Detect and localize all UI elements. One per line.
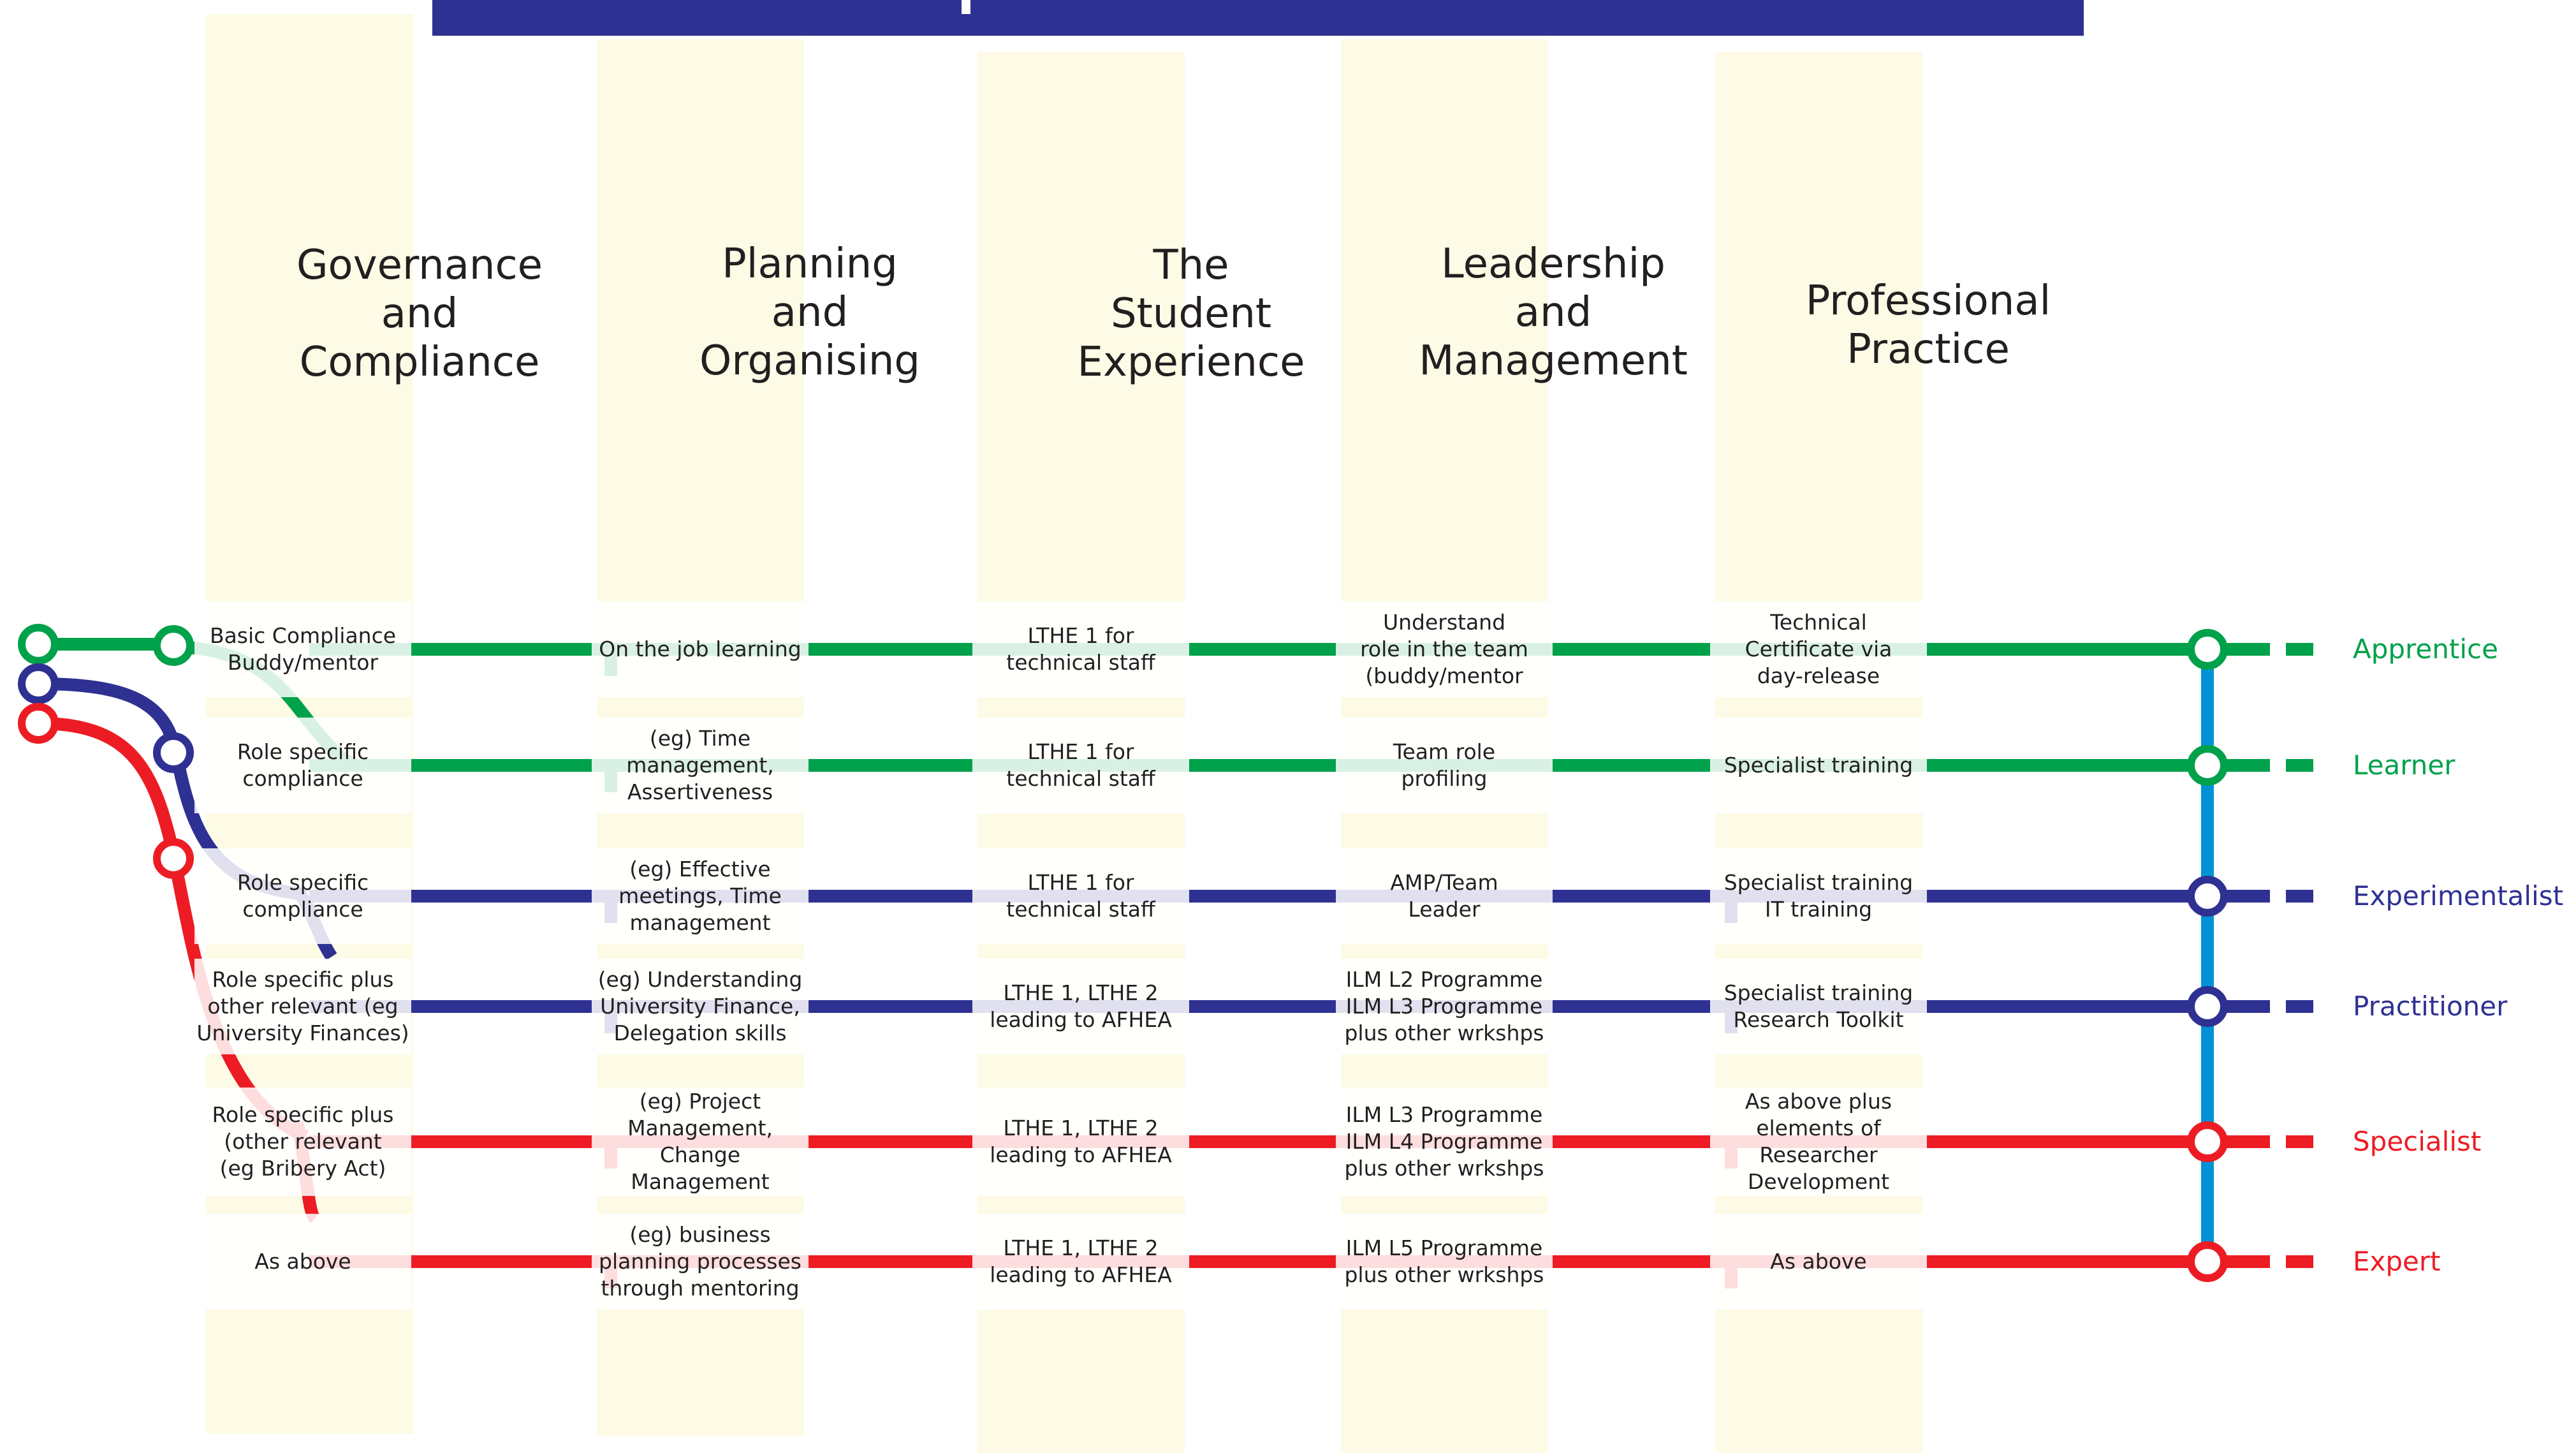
cell-experimentalist-planning: (eg) Effective meetings, Time management	[592, 848, 809, 944]
heading-governance: Governance and Compliance	[296, 242, 543, 386]
cell-experimentalist-professional-practice: Specialist training IT training	[1710, 848, 1927, 944]
heading-leadership: Leadership and Management	[1419, 240, 1688, 385]
end-station-practitioner	[2187, 986, 2228, 1027]
level-label-practitioner: Practitioner	[2353, 991, 2508, 1022]
origin-station-blue-2	[153, 732, 194, 773]
cell-apprentice-student-experience: LTHE 1 for technical staff	[972, 601, 1189, 697]
end-station-experimentalist	[2187, 876, 2228, 917]
level-label-apprentice: Apprentice	[2353, 633, 2498, 665]
cell-learner-governance: Role specific compliance	[194, 718, 411, 813]
cell-practitioner-planning: (eg) Understanding University Finance, D…	[592, 959, 809, 1054]
origin-station-red	[18, 703, 59, 744]
level-label-experimentalist: Experimentalist	[2353, 880, 2564, 911]
cell-learner-student-experience: LTHE 1 for technical staff	[972, 718, 1189, 813]
cell-expert-governance: As above	[194, 1214, 411, 1309]
cell-expert-professional-practice: As above	[1710, 1214, 1927, 1309]
heading-professional-practice: Professional Practice	[1805, 277, 2051, 373]
cell-apprentice-leadership: Understand role in the team (buddy/mento…	[1336, 601, 1553, 697]
cell-specialist-leadership: ILM L3 Programme ILM L4 Programme plus o…	[1336, 1088, 1553, 1196]
cell-expert-student-experience: LTHE 1, LTHE 2 leading to AFHEA	[972, 1214, 1189, 1309]
end-station-apprentice	[2187, 629, 2228, 670]
header-bar	[432, 0, 2084, 36]
level-label-specialist: Specialist	[2353, 1126, 2482, 1157]
cell-practitioner-leadership: ILM L2 Programme ILM L3 Programme plus o…	[1336, 959, 1553, 1054]
cell-learner-planning: (eg) Time management, Assertiveness	[592, 718, 809, 813]
end-station-expert	[2187, 1241, 2228, 1282]
cell-specialist-professional-practice: As above plus elements of Researcher Dev…	[1710, 1088, 1927, 1196]
origin-station-green-2	[153, 625, 194, 666]
cell-apprentice-professional-practice: Technical Certificate via day-release	[1710, 601, 1927, 697]
heading-student-experience: The Student Experience	[1077, 242, 1305, 386]
cell-specialist-governance: Role specific plus (other relevant (eg B…	[194, 1088, 411, 1196]
origin-station-red-2	[153, 838, 194, 879]
cell-practitioner-professional-practice: Specialist training Research Toolkit	[1710, 959, 1927, 1054]
level-label-expert: Expert	[2353, 1246, 2441, 1277]
cell-experimentalist-student-experience: LTHE 1 for technical staff	[972, 848, 1189, 944]
cell-expert-leadership: ILM L5 Programme plus other wrkshps	[1336, 1214, 1553, 1309]
cell-specialist-planning: (eg) Project Management, Change Manageme…	[592, 1088, 809, 1196]
cell-practitioner-governance: Role specific plus other relevant (eg Un…	[194, 959, 411, 1054]
level-label-learner: Learner	[2353, 749, 2455, 781]
header-bar-tick	[962, 0, 970, 14]
cell-expert-planning: (eg) business planning processes through…	[592, 1214, 809, 1309]
cell-learner-professional-practice: Specialist training	[1710, 718, 1927, 813]
end-station-learner	[2187, 745, 2228, 786]
cell-experimentalist-leadership: AMP/Team Leader	[1336, 848, 1553, 944]
cell-experimentalist-governance: Role specific compliance	[194, 848, 411, 944]
cell-apprentice-planning: On the job learning	[592, 601, 809, 697]
origin-station-green	[18, 624, 59, 665]
cell-learner-leadership: Team role profiling	[1336, 718, 1553, 813]
cell-specialist-student-experience: LTHE 1, LTHE 2 leading to AFHEA	[972, 1088, 1189, 1196]
heading-planning: Planning and Organising	[699, 240, 921, 385]
cell-apprentice-governance: Basic Compliance Buddy/mentor	[194, 601, 411, 697]
origin-station-blue	[18, 663, 59, 704]
end-station-specialist	[2187, 1121, 2228, 1162]
cell-practitioner-student-experience: LTHE 1, LTHE 2 leading to AFHEA	[972, 959, 1189, 1054]
